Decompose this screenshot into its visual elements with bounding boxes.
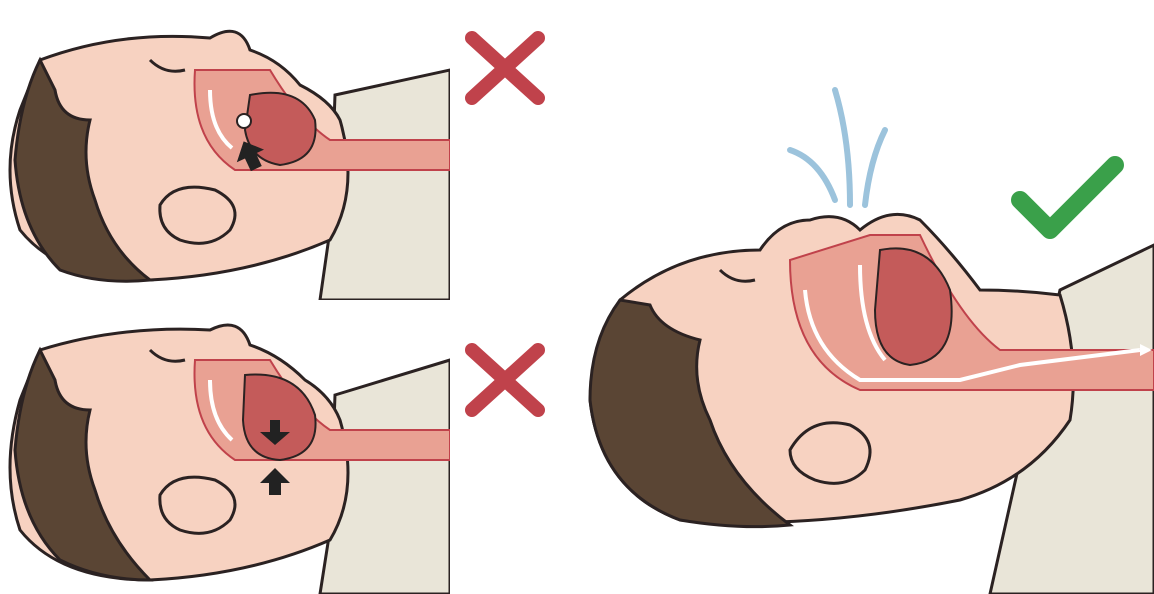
head-illustration (560, 60, 1154, 594)
green-check-icon (1005, 150, 1130, 250)
head-illustration (0, 0, 450, 300)
red-cross-icon (460, 340, 550, 420)
red-cross-icon (460, 28, 550, 108)
panel-incorrect-2 (0, 300, 450, 594)
panel-incorrect-1 (0, 0, 450, 300)
panel-correct (560, 60, 1154, 594)
head-illustration (0, 300, 450, 594)
breath-lines-icon (790, 90, 885, 205)
